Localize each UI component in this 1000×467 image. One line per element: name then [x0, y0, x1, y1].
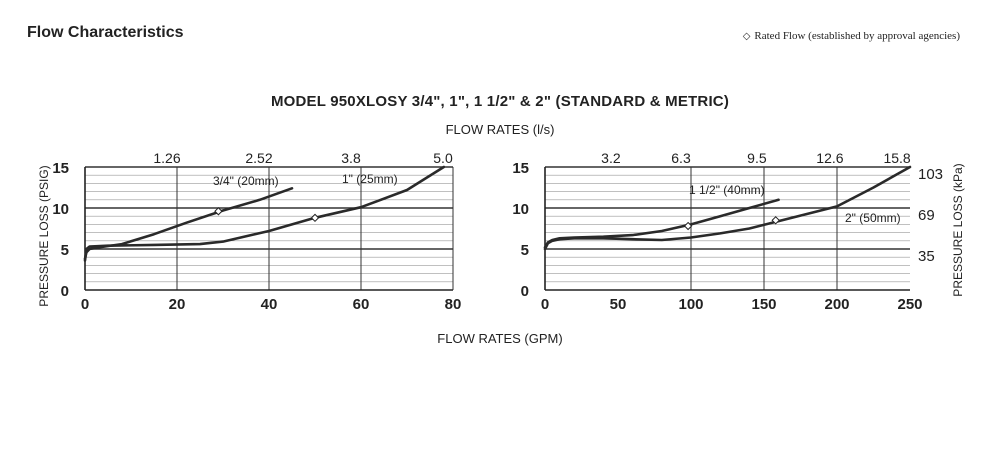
x-tick-label: 50	[610, 296, 627, 313]
rated-flow-marker	[771, 216, 780, 225]
x-tick-label: 20	[169, 296, 186, 313]
y-tick-label: 15	[52, 160, 69, 177]
x-tick-label: 150	[751, 296, 776, 313]
y-tick-label: 5	[521, 242, 529, 259]
rated-flow-marker	[214, 207, 223, 216]
top-tick-label: 3.8	[341, 150, 361, 166]
series-label: 2" (50mm)	[845, 211, 901, 225]
y-tick-label: 5	[61, 242, 69, 259]
y-tick-label: 0	[521, 283, 529, 300]
x-tick-label: 0	[541, 296, 549, 313]
series-line	[83, 165, 446, 262]
legend-text: Rated Flow (established by approval agen…	[754, 30, 960, 42]
series-label: 3/4" (20mm)	[213, 174, 279, 188]
series-line	[83, 187, 294, 261]
chart-title: MODEL 950XLOSY 3/4", 1", 1 1/2" & 2" (ST…	[270, 93, 730, 110]
right-tick-label: 35	[918, 248, 935, 265]
rated-flow-marker	[683, 221, 693, 231]
top-tick-label: 2.52	[245, 150, 272, 166]
top-tick-label: 6.3	[671, 150, 691, 166]
x-tick-label: 60	[353, 296, 370, 313]
top-tick-label: 9.5	[747, 150, 767, 166]
top-tick-label: 15.8	[883, 150, 910, 166]
y-tick-label: 15	[512, 160, 529, 177]
x-tick-label: 250	[897, 296, 922, 313]
y-tick-label: 0	[61, 283, 69, 300]
top-axis-label: FLOW RATES (l/s)	[445, 122, 555, 137]
y-tick-label: 10	[52, 201, 69, 218]
x-tick-label: 40	[261, 296, 278, 313]
right-tick-label: 103	[918, 166, 943, 183]
section-title: Flow Characteristics	[27, 24, 184, 41]
series-label: 1 1/2" (40mm)	[689, 183, 765, 197]
right-tick-label: 69	[918, 207, 935, 224]
rated-flow-marker	[310, 213, 320, 223]
x-tick-label: 0	[81, 296, 89, 313]
series-line	[543, 165, 912, 251]
rated-flow-diamond-icon: ◇	[742, 31, 751, 42]
x-tick-label: 100	[678, 296, 703, 313]
top-tick-label: 3.2	[601, 150, 621, 166]
x-tick-label: 200	[824, 296, 849, 313]
top-tick-label: 1.26	[153, 150, 180, 166]
top-tick-label: 5.0	[433, 150, 453, 166]
series-label: 1" (25mm)	[342, 172, 398, 186]
y-tick-label: 10	[512, 201, 529, 218]
x-tick-label: 80	[445, 296, 462, 313]
x-axis-label: FLOW RATES (GPM)	[437, 331, 563, 346]
top-tick-label: 12.6	[816, 150, 843, 166]
legend: ◇Rated Flow (established by approval age…	[743, 30, 960, 42]
